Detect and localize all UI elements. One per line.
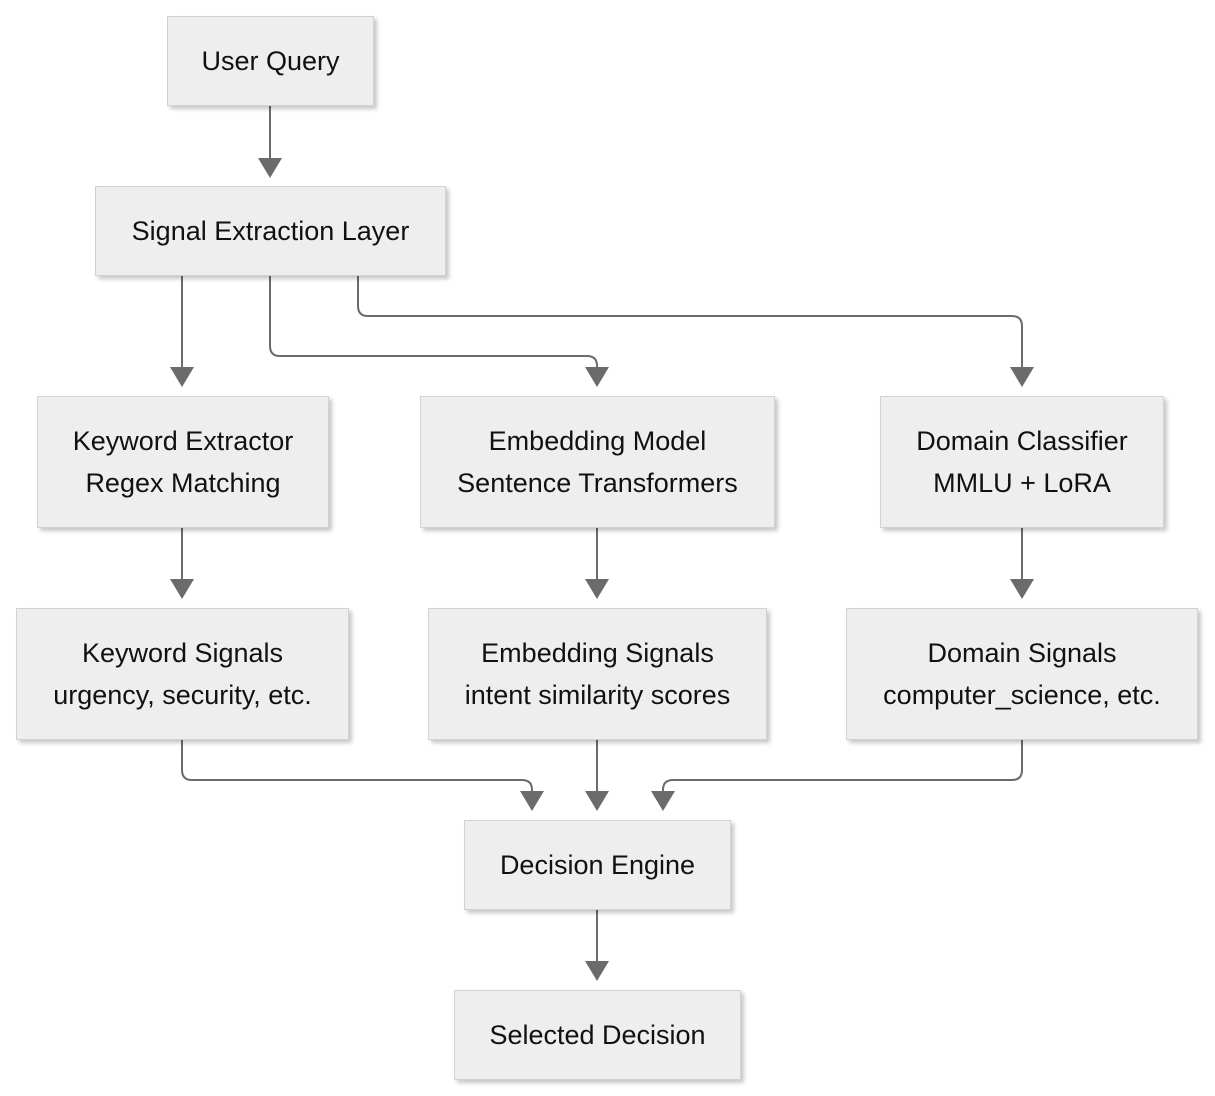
arrowhead-decision-engine-right <box>651 791 675 811</box>
node-decision-engine: Decision Engine <box>464 820 731 910</box>
node-domain-classifier: Domain Classifier MMLU + LoRA <box>880 396 1164 528</box>
arrowhead-embedding-model <box>585 367 609 387</box>
arrowhead-embedding-signals <box>585 579 609 599</box>
node-signal-extraction-layer-label: Signal Extraction Layer <box>131 216 410 246</box>
node-domain-signals: Domain Signals computer_science, etc. <box>846 608 1198 740</box>
node-embedding-signals-title: Embedding Signals <box>481 638 714 668</box>
node-selected-decision: Selected Decision <box>454 990 741 1080</box>
edge-keyword-signals-to-decision-engine <box>181 740 533 794</box>
node-domain-signals-subtitle: computer_science, etc. <box>883 680 1161 710</box>
node-keyword-signals: Keyword Signals urgency, security, etc. <box>16 608 349 740</box>
node-domain-classifier-subtitle: MMLU + LoRA <box>933 468 1111 498</box>
arrowhead-domain-classifier <box>1010 367 1034 387</box>
node-keyword-extractor: Keyword Extractor Regex Matching <box>37 396 329 528</box>
edge-domain-signals-to-decision-engine <box>662 740 1023 794</box>
arrowhead-domain-signals <box>1010 579 1034 599</box>
node-keyword-signals-title: Keyword Signals <box>81 638 284 668</box>
edge-signal-extraction-to-embedding-model <box>269 276 598 370</box>
arrowhead-selected-decision <box>585 961 609 981</box>
arrowhead-keyword-signals <box>170 579 194 599</box>
node-embedding-signals-subtitle: intent similarity scores <box>464 680 731 710</box>
node-embedding-model-title: Embedding Model <box>488 426 707 456</box>
node-domain-classifier-title: Domain Classifier <box>916 426 1128 456</box>
arrowhead-signal-extraction <box>258 158 282 178</box>
arrowhead-decision-engine-left <box>520 791 544 811</box>
node-user-query-label: User Query <box>201 46 340 76</box>
node-keyword-extractor-title: Keyword Extractor <box>72 426 294 456</box>
node-decision-engine-label: Decision Engine <box>499 850 696 880</box>
node-signal-extraction-layer: Signal Extraction Layer <box>95 186 446 276</box>
node-selected-decision-label: Selected Decision <box>489 1020 706 1050</box>
node-keyword-signals-subtitle: urgency, security, etc. <box>53 680 312 710</box>
node-embedding-model-subtitle: Sentence Transformers <box>457 468 738 498</box>
node-user-query: User Query <box>167 16 374 106</box>
node-embedding-signals: Embedding Signals intent similarity scor… <box>428 608 767 740</box>
edge-signal-extraction-to-domain-classifier <box>357 276 1023 370</box>
arrowhead-decision-engine-center <box>585 791 609 811</box>
arrowhead-keyword-extractor <box>170 367 194 387</box>
node-domain-signals-title: Domain Signals <box>927 638 1117 668</box>
node-keyword-extractor-subtitle: Regex Matching <box>85 468 281 498</box>
node-embedding-model: Embedding Model Sentence Transformers <box>420 396 775 528</box>
